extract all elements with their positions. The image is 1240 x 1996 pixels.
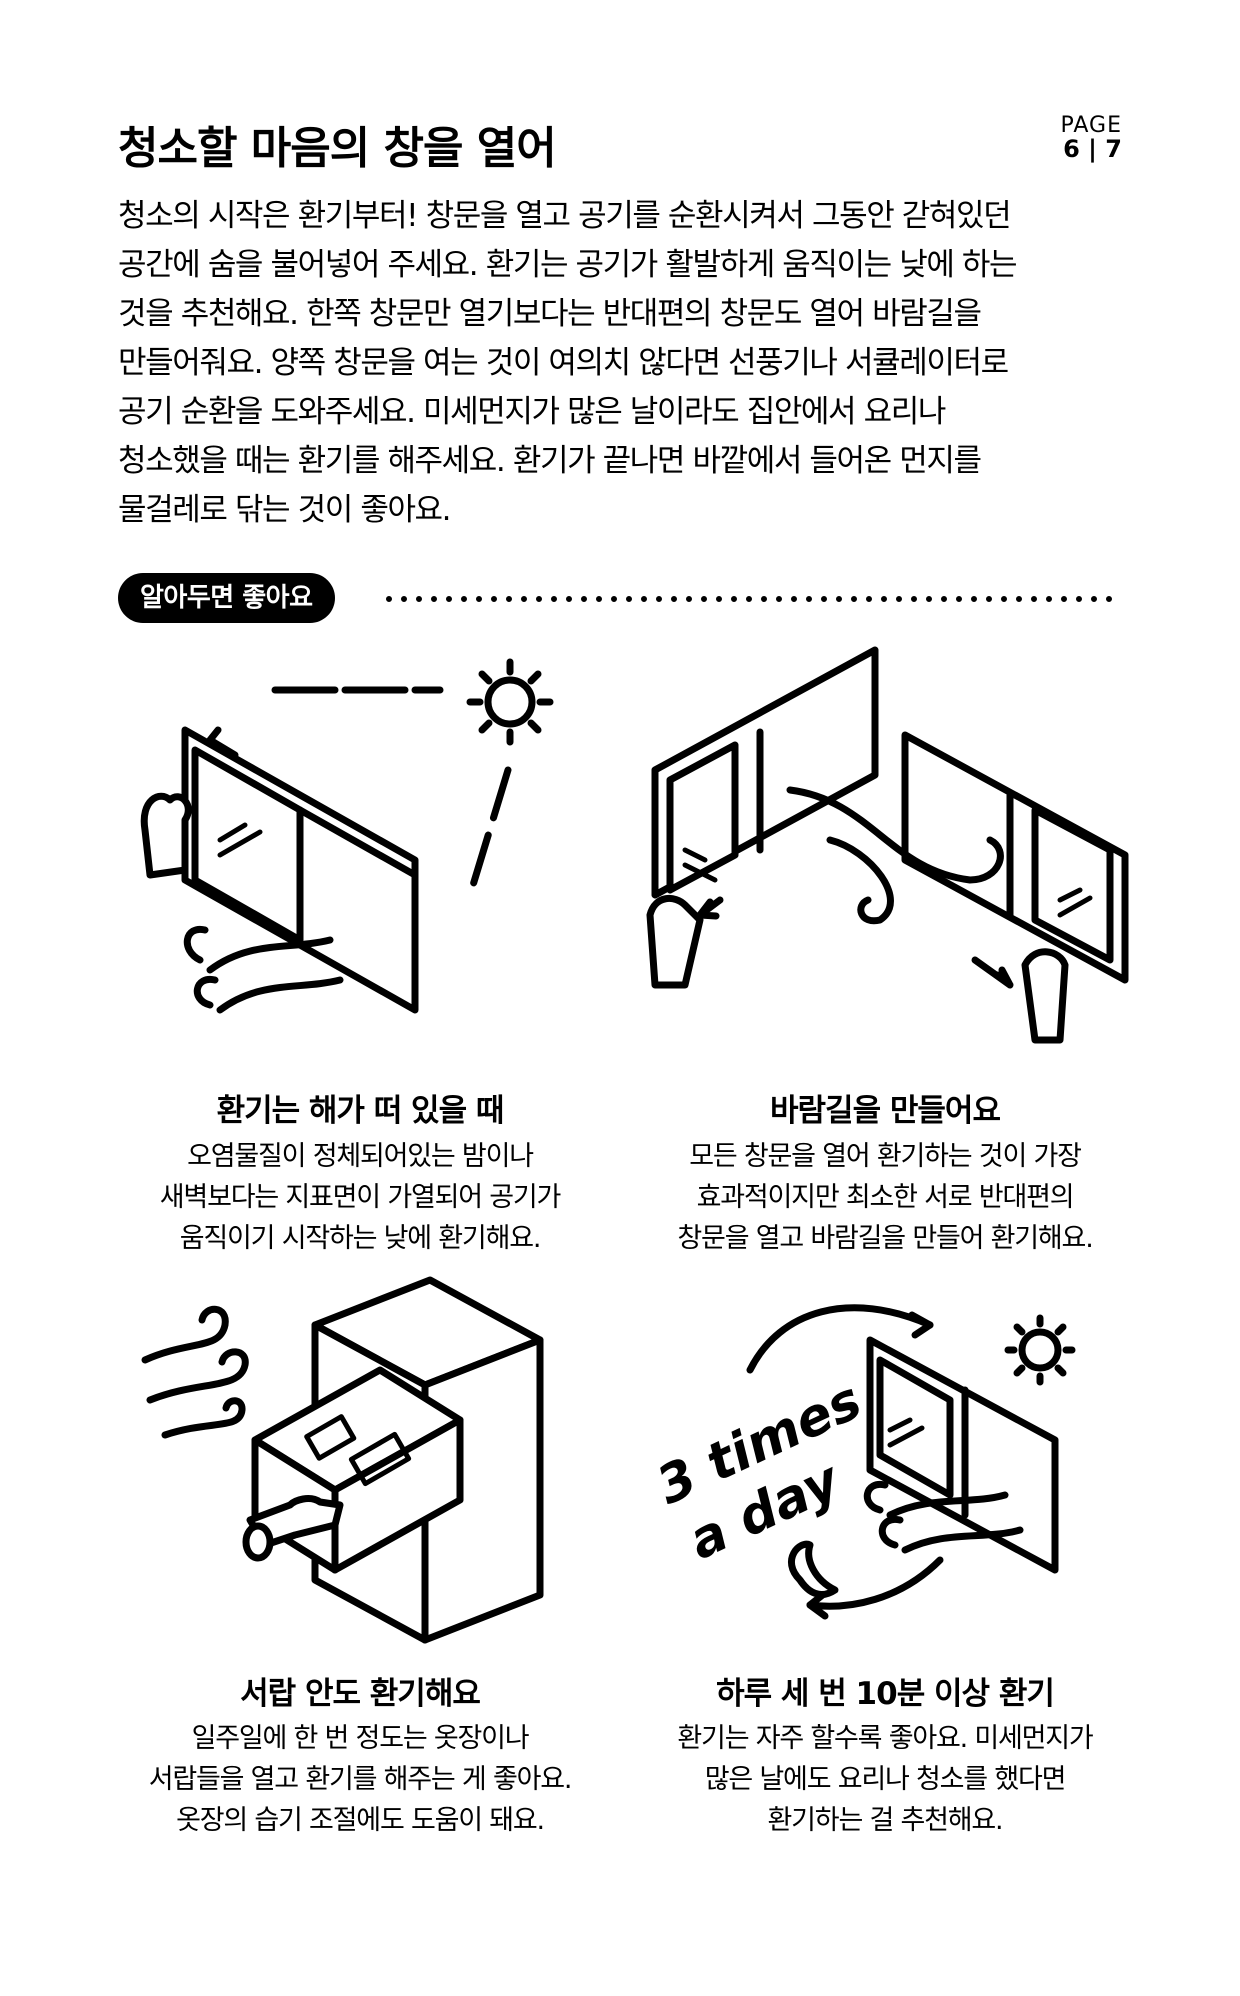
page-indicator: PAGE 6 | 7 [1061,114,1122,162]
window-sun-icon [140,658,554,1014]
card-description: 환기는 자주 할수록 좋아요. 미세먼지가 많은 날에도 요리나 청소를 했다면… [605,1718,1165,1841]
card-desc-line: 창문을 열고 바람길을 만들어 환기해요. [677,1223,1093,1254]
page-label: PAGE [1060,113,1122,138]
card-desc-line: 새벽보다는 지표면이 가열되어 공기가 [159,1182,562,1213]
intro-line: 청소의 시작은 환기부터! 창문을 열고 공기를 순환시켜서 그동안 갇혀있던 [118,198,1012,234]
card-desc-line: 일주일에 한 번 정도는 옷장이나 [191,1723,530,1754]
intro-line: 청소했을 때는 환기를 해주세요. 환기가 끝나면 바깥에서 들어온 먼지를 [118,443,982,479]
section-badge: 알아두면 좋아요 [118,573,335,623]
card-desc-line: 움직이기 시작하는 낮에 환기해요. [179,1223,542,1254]
card-title: 바람길을 만들어요 [770,1093,1001,1129]
card-description: 모든 창문을 열어 환기하는 것이 가장 효과적이지만 최소한 서로 반대편의 … [605,1136,1165,1259]
card-desc-line: 환기는 자주 할수록 좋아요. 미세먼지가 [677,1723,1093,1754]
card-desc-line: 효과적이지만 최소한 서로 반대편의 [696,1182,1075,1213]
card-desc-line: 모든 창문을 열어 환기하는 것이 가장 [689,1141,1082,1172]
card-desc-line: 오염물질이 정체되어있는 밤이나 [187,1141,534,1172]
card-desc-line: 많은 날에도 요리나 청소를 했다면 [704,1764,1067,1795]
drawer-icon [141,1276,544,1644]
intro-paragraph: 청소의 시작은 환기부터! 창문을 열고 공기를 순환시켜서 그동안 갇혀있던 … [118,192,1128,535]
card-desc-line: 서랍들을 열고 환기를 해주는 게 좋아요. [148,1764,573,1795]
card-desc-line: 옷장의 습기 조절에도 도움이 돼요. [176,1805,545,1836]
intro-line: 물걸레로 닦는 것이 좋아요. [118,492,452,528]
card-title: 서랍 안도 환기해요 [240,1676,481,1712]
card-description: 일주일에 한 번 정도는 옷장이나 서랍들을 열고 환기를 해주는 게 좋아요.… [80,1718,640,1841]
card-description: 오염물질이 정체되어있는 밤이나 새벽보다는 지표면이 가열되어 공기가 움직이… [80,1136,640,1259]
card-title: 하루 세 번 10분 이상 환기 [716,1676,1055,1712]
page-title: 청소할 마음의 창을 열어 [118,123,557,174]
cross-ventilation-icon [646,646,1129,1044]
intro-line: 공기 순환을 도와주세요. 미세먼지가 많은 날이라도 집안에서 요리나 [118,394,946,430]
dotted-divider [386,596,1124,602]
intro-line: 만들어줘요. 양쪽 창문을 여는 것이 여의치 않다면 선풍기나 서큘레이터로 [118,345,1009,381]
card-desc-line: 환기하는 걸 추천해요. [767,1805,1004,1836]
intro-line: 것을 추천해요. 한쪽 창문만 열기보다는 반대편의 창문도 열어 바람길을 [118,296,982,332]
page-number: 6 | 7 [1063,135,1122,164]
day-cycle-icon: 3 times a day [660,1304,1076,1620]
card-title: 환기는 해가 떠 있을 때 [216,1093,505,1129]
intro-line: 공간에 숨을 불어넣어 주세요. 환기는 공기가 활발하게 움직이는 낮에 하는 [118,247,1018,283]
